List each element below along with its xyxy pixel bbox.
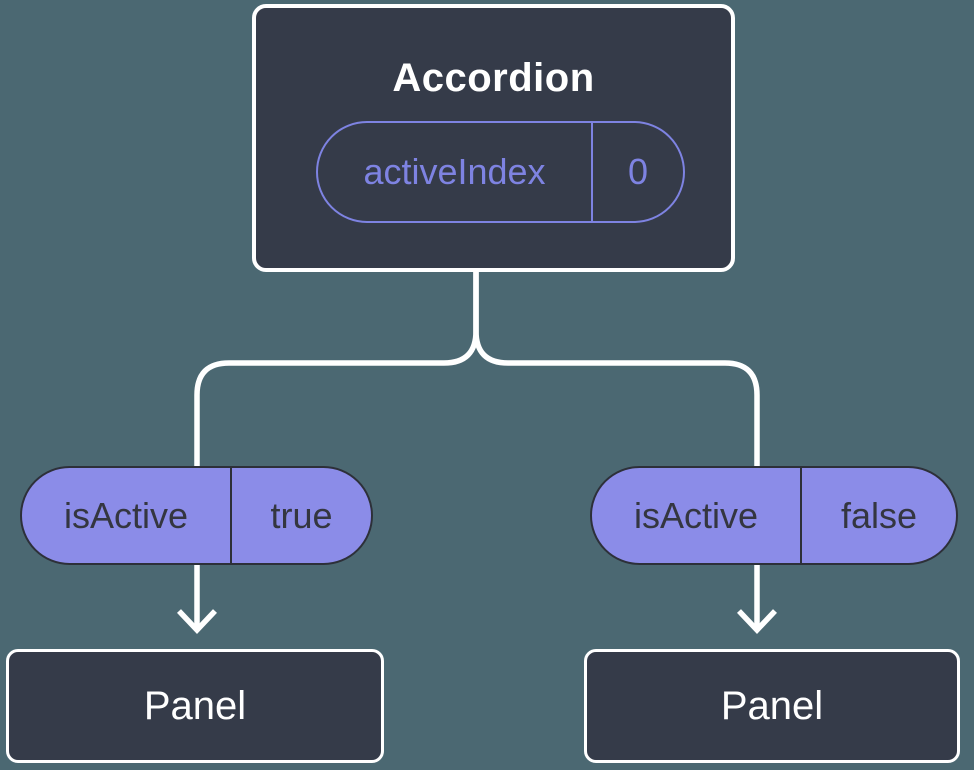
panel-node-left: Panel xyxy=(6,649,384,763)
connector-branch-right xyxy=(473,266,760,628)
state-name-label: activeIndex xyxy=(318,123,593,221)
prop-name-label: isActive xyxy=(592,468,802,563)
panel-node-right: Panel xyxy=(584,649,960,763)
prop-value-label: true xyxy=(270,494,333,536)
panel-node-title: Panel xyxy=(143,684,247,728)
accordion-node-title: Accordion xyxy=(392,56,595,100)
prop-pill-isactive-false: isActive false xyxy=(590,466,958,565)
prop-value-label: false xyxy=(840,494,918,536)
arrowhead-right-icon xyxy=(737,609,777,634)
state-pill-activeindex: activeIndex 0 xyxy=(316,121,685,223)
panel-node-title: Panel xyxy=(720,684,824,728)
state-value-label: 0 xyxy=(627,151,649,192)
arrowhead-left-icon xyxy=(177,609,217,634)
prop-pill-isactive-true: isActive true xyxy=(20,466,373,565)
accordion-node: Accordion activeIndex 0 xyxy=(252,4,735,272)
connector-branch-left xyxy=(194,266,479,628)
prop-name-label: isActive xyxy=(22,468,232,563)
